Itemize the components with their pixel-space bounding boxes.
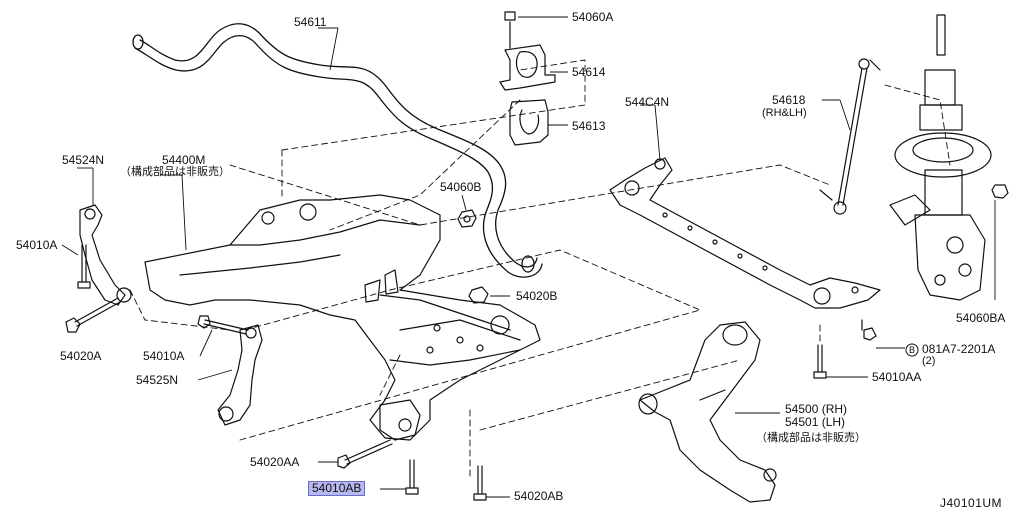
- label-544C4N[interactable]: 544C4N: [625, 95, 670, 109]
- label-54010A-left[interactable]: 54010A: [16, 238, 58, 252]
- label-54524N[interactable]: 54524N: [62, 153, 105, 167]
- label-54010A-mid[interactable]: 54010A: [143, 349, 185, 363]
- bracket-54525N: [197, 315, 263, 426]
- label-54611[interactable]: 54611: [294, 15, 327, 29]
- label-54614[interactable]: 54614: [572, 65, 606, 79]
- label-54500[interactable]: 54500 (RH): [785, 402, 848, 416]
- label-54010AA[interactable]: 54010AA: [872, 370, 922, 384]
- nut-54020B: [468, 286, 489, 304]
- bracket-54524N: [65, 204, 132, 333]
- nut-54060B: [457, 209, 477, 228]
- label-54010AB-highlighted[interactable]: 54010AB: [308, 481, 366, 496]
- label-54618-note: (RH&LH): [762, 107, 807, 119]
- bolts-lower: [337, 319, 877, 501]
- label-081A7-2201A[interactable]: 081A7-2201A: [922, 342, 996, 356]
- label-54400M[interactable]: 54400M: [162, 153, 206, 167]
- label-54020A[interactable]: 54020A: [60, 349, 102, 363]
- label-081A7-qty: (2): [922, 355, 936, 367]
- stabilizer-bar: [132, 23, 543, 278]
- label-54618[interactable]: 54618: [772, 93, 806, 107]
- lower-control-arm: [638, 321, 777, 503]
- diagram-code: J40101UM: [940, 496, 1003, 510]
- member-544C4N: [609, 157, 881, 309]
- label-54501[interactable]: 54501 (LH): [785, 415, 846, 429]
- stabilizer-link: [819, 58, 881, 215]
- label-54060B[interactable]: 54060B: [440, 180, 482, 194]
- label-54500-note: （構成部品は非販売）: [756, 432, 866, 444]
- circled-marker-letter: B: [909, 345, 916, 355]
- label-54020B[interactable]: 54020B: [516, 289, 558, 303]
- assembly-dashed-lines: [129, 59, 951, 481]
- circled-marker: [905, 343, 919, 357]
- strut-assembly: [889, 14, 1009, 301]
- stabilizer-bushing-bracket: [499, 11, 556, 146]
- subframe-54400M: [144, 194, 541, 441]
- label-54613[interactable]: 54613: [572, 119, 606, 133]
- label-54020AB[interactable]: 54020AB: [514, 489, 564, 503]
- label-54060BA[interactable]: 54060BA: [956, 311, 1006, 325]
- label-54020AA[interactable]: 54020AA: [250, 455, 300, 469]
- leader-lines: [61, 16, 996, 498]
- label-54525N[interactable]: 54525N: [136, 373, 179, 387]
- label-54060A[interactable]: 54060A: [572, 10, 614, 24]
- label-54400M-note: （構成部品は非販売）: [120, 166, 230, 178]
